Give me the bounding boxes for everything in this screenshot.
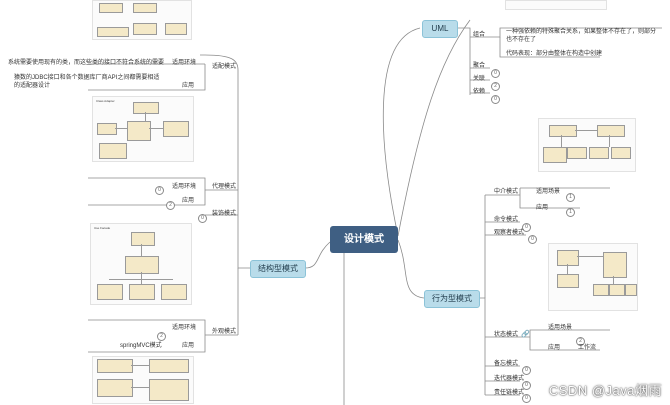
uml-dependency[interactable]: 依赖 [473,89,486,95]
facade-scene[interactable]: 适用环境 [172,325,197,331]
uml-composition-desc: 一种强依赖的特殊聚合关系，如果整体不存在了，则部分也不存在了 [506,29,657,43]
state-apply-value: 工作流 [578,345,597,351]
state-scene[interactable]: 适用场景 [548,325,573,331]
uml-composition[interactable]: 组合 [473,32,486,38]
adapter-uml-thumbnail[interactable]: Class Adapter [92,96,194,162]
link-icon[interactable]: 🔗 [521,331,530,338]
badge-association[interactable]: 2 [491,82,500,91]
badge-observer[interactable]: 0 [528,235,537,244]
mediator-pattern[interactable]: 中介模式 [494,189,519,195]
proxy-pattern[interactable]: 代理模式 [212,184,237,190]
link-root-uml [382,27,421,237]
adapter-scene[interactable]: 适用环境 [172,60,197,66]
badge-chain[interactable]: 0 [522,394,531,403]
badge-memento[interactable]: 0 [522,366,531,375]
root-topic[interactable]: 设计模式 [330,226,398,253]
badge-iterator[interactable]: 0 [522,381,531,390]
branch-uml[interactable]: UML [422,20,458,38]
branch-behavioral-patterns[interactable]: 行为型模式 [424,290,480,308]
badge-state-scene[interactable]: 2 [576,337,585,346]
link-root-behavioral [397,239,425,299]
mediator-scene[interactable]: 适用场景 [536,189,561,195]
badge-decorator[interactable]: 0 [198,214,207,223]
adapter-desc-2: 猿数的JDBC接口和各个数据库厂商API之间都需要相适的适配器设计 [14,75,160,89]
state-apply[interactable]: 应用 [548,345,561,351]
uml-aggregation[interactable]: 聚合 [473,63,486,69]
badge-proxy-scene[interactable]: 0 [155,186,164,195]
observer-pattern[interactable]: 观察者模式 [494,230,525,236]
facade-apply[interactable]: 应用 [182,343,195,349]
uml-association[interactable]: 关联 [473,76,486,82]
badge-dependency[interactable]: 0 [491,95,500,104]
command-pattern[interactable]: 命令模式 [494,217,519,223]
mediator-uml-thumbnail[interactable] [538,118,636,172]
branch-structural-patterns[interactable]: 结构型模式 [250,260,306,278]
state-pattern[interactable]: 状态模式 [494,332,519,338]
facade-pattern[interactable]: 外观模式 [212,329,237,335]
decorator-uml-thumbnail[interactable]: Use Facade [90,223,192,305]
mediator-apply[interactable]: 应用 [536,205,549,211]
chain-pattern[interactable]: 责任链模式 [494,390,525,396]
badge-command[interactable]: 0 [522,223,531,232]
facade-uml-thumbnail[interactable] [92,356,194,404]
badge-mediator-apply[interactable]: 1 [566,208,575,217]
decorator-pattern[interactable]: 装饰模式 [212,211,237,217]
badge-mediator-scene[interactable]: 1 [566,193,575,202]
iterator-pattern[interactable]: 迭代器模式 [494,376,525,382]
proxy-apply[interactable]: 应用 [182,198,195,204]
uml-code-manifest: 代码表现：部分由整体在构造中创建 [506,51,603,57]
adapter-desc-1: 系统需要使用现有的类，而这些类的接口不符合系统的需要 [8,60,165,66]
adapter-top-thumbnail[interactable] [92,0,192,40]
adapter-pattern[interactable]: 适配模式 [212,64,237,70]
link-root-structural [304,241,331,269]
facade-apply-value: springMVC模式 [120,343,162,349]
badge-facade-scene[interactable]: 2 [157,332,166,341]
uml-thumbnail-top[interactable] [505,0,607,10]
badge-proxy-apply[interactable]: 2 [166,201,175,210]
badge-aggregation[interactable]: 0 [491,69,500,78]
observer-uml-thumbnail[interactable] [548,243,638,311]
adapter-apply[interactable]: 应用 [182,83,195,89]
proxy-scene[interactable]: 适用环境 [172,184,197,190]
memento-pattern[interactable]: 备忘模式 [494,361,519,367]
csdn-watermark: CSDN @Java烟雨 [548,383,662,398]
